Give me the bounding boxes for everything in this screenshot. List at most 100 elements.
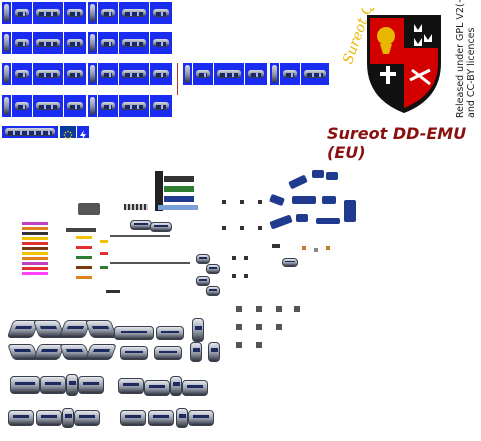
sprite-cell bbox=[150, 63, 172, 85]
sprite-cell bbox=[64, 32, 86, 54]
palette-swatch bbox=[22, 262, 48, 265]
licence-line-2: and CC-BY licences bbox=[466, 27, 477, 118]
sprite-cell bbox=[98, 2, 118, 24]
iso-train-sprite bbox=[156, 326, 184, 340]
palette-swatch bbox=[22, 232, 48, 235]
sprite-cell bbox=[119, 63, 149, 85]
iso-train-sprite bbox=[40, 376, 66, 394]
sprite-cell bbox=[150, 95, 172, 117]
sprite-cell bbox=[119, 95, 149, 117]
marker bbox=[232, 274, 236, 278]
sprite-cell bbox=[119, 2, 149, 24]
sprite-cell bbox=[64, 63, 86, 85]
sprite-cell bbox=[12, 32, 32, 54]
sprite-cell bbox=[64, 95, 86, 117]
sprite-block bbox=[155, 171, 163, 211]
sprite-cell bbox=[88, 2, 97, 24]
sprite-cell bbox=[2, 32, 11, 54]
sprite-blue-car bbox=[296, 214, 308, 222]
marker bbox=[236, 306, 242, 312]
sprite-cell bbox=[33, 32, 63, 54]
sprite-cell bbox=[2, 2, 11, 24]
sprite-cell bbox=[2, 63, 11, 85]
sprite-part bbox=[206, 286, 220, 296]
palette-swatch bbox=[100, 252, 108, 255]
sprite-cell bbox=[2, 95, 11, 117]
iso-train-sprite bbox=[78, 376, 104, 394]
marker bbox=[240, 200, 244, 204]
sprite-bar bbox=[158, 205, 198, 210]
sprite-cell bbox=[12, 63, 32, 85]
title-line-1: Sureot DD-EMU bbox=[327, 124, 467, 143]
iso-train-sprite bbox=[190, 342, 202, 362]
sprite-cell bbox=[193, 63, 213, 85]
title-line-2: (EU) bbox=[327, 143, 366, 162]
iso-train-sprite bbox=[176, 408, 188, 428]
marker bbox=[256, 306, 262, 312]
eu-flag-icon bbox=[60, 126, 76, 140]
marker bbox=[314, 248, 318, 252]
sprite-cell bbox=[12, 95, 32, 117]
marker bbox=[232, 256, 236, 260]
sprite-blue-car bbox=[292, 196, 316, 204]
iso-train-sprite bbox=[66, 374, 78, 396]
iso-train-sprite bbox=[85, 344, 117, 360]
iso-train-sprite bbox=[144, 380, 170, 396]
sprite-cell bbox=[150, 2, 172, 24]
marker bbox=[258, 200, 262, 204]
palette-swatch bbox=[100, 240, 108, 243]
marker bbox=[276, 306, 282, 312]
marker bbox=[302, 246, 306, 250]
palette-swatch bbox=[100, 266, 108, 269]
sprite-part bbox=[78, 203, 100, 215]
sprite-bar bbox=[164, 176, 194, 182]
sprite-cell bbox=[183, 63, 192, 85]
sprite-blue-car bbox=[288, 174, 308, 190]
sprite-blue-car bbox=[269, 193, 285, 207]
licence-line-1: Released under GPL V2(+) bbox=[455, 0, 466, 118]
palette-swatch bbox=[76, 236, 92, 239]
palette-swatch bbox=[22, 227, 48, 230]
iso-train-sprite bbox=[148, 410, 174, 426]
marker bbox=[256, 342, 262, 348]
sprite-cell bbox=[150, 32, 172, 54]
palette-swatch bbox=[76, 276, 92, 279]
palette-swatch bbox=[22, 252, 48, 255]
iso-train-sprite bbox=[118, 378, 144, 394]
sprite-part bbox=[196, 254, 210, 264]
palette-swatch bbox=[22, 242, 48, 245]
iso-train-sprite bbox=[208, 342, 220, 362]
iso-train-sprite bbox=[170, 376, 182, 396]
marker bbox=[326, 246, 330, 250]
marker bbox=[244, 256, 248, 260]
marker bbox=[240, 226, 244, 230]
iso-train-sprite bbox=[120, 346, 148, 360]
sprite-part bbox=[206, 264, 220, 274]
iso-train-sprite bbox=[154, 346, 182, 360]
palette-swatch bbox=[22, 257, 48, 260]
sprite-part bbox=[196, 276, 210, 286]
marker bbox=[222, 226, 226, 230]
palette-swatch bbox=[22, 272, 48, 275]
iso-train-sprite bbox=[74, 410, 100, 426]
iso-train-sprite bbox=[84, 320, 118, 338]
sprite-blue-car bbox=[344, 200, 356, 222]
sprite-part bbox=[66, 228, 96, 232]
marker bbox=[276, 324, 282, 330]
sprite-cell bbox=[12, 2, 32, 24]
palette-swatch bbox=[76, 246, 92, 249]
palette-swatch bbox=[76, 266, 92, 269]
sprite-cell bbox=[88, 63, 97, 85]
marker bbox=[222, 200, 226, 204]
sprite-bar bbox=[164, 196, 194, 202]
sprite-blue-car bbox=[269, 214, 293, 230]
sprite-cell bbox=[98, 95, 118, 117]
marker bbox=[236, 342, 242, 348]
divider bbox=[177, 63, 178, 95]
lightning-icon bbox=[77, 126, 89, 140]
iso-train-sprite bbox=[120, 410, 146, 426]
iso-train-sprite bbox=[8, 410, 34, 426]
sureot-shield-logo: Sureot Qb bbox=[340, 8, 441, 114]
sprite-part bbox=[130, 220, 152, 230]
